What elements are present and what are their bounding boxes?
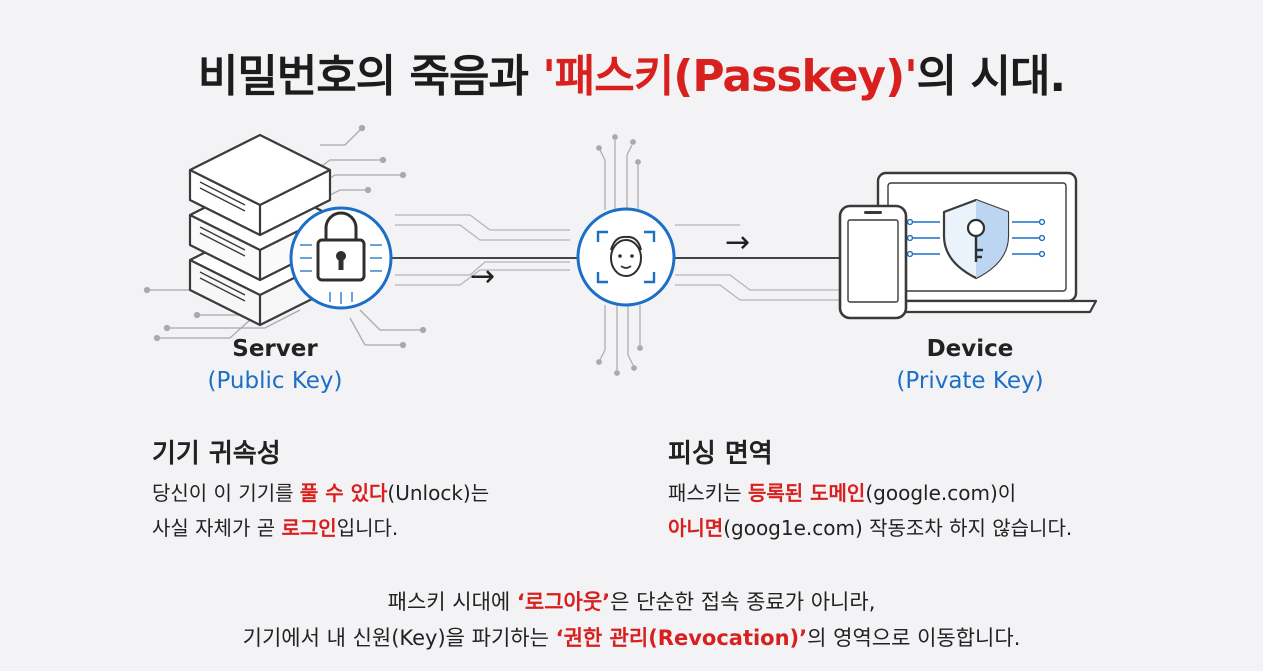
server-key-type: (Public Key) bbox=[207, 368, 343, 394]
center-circuit-traces bbox=[596, 134, 643, 376]
section-right-line1: 패스키는 등록된 도메인(google.com)이 bbox=[668, 481, 1017, 505]
face-scan-icon bbox=[576, 207, 676, 307]
padlock-icon bbox=[289, 206, 393, 310]
device-label: Device (Private Key) bbox=[840, 333, 1100, 397]
section-left-line2: 사실 자체가 곧 로그인입니다. bbox=[152, 516, 399, 540]
footer-line2: 기기에서 내 신원(Key)을 파기하는 ‘권한 관리(Revocation)’… bbox=[242, 626, 1021, 650]
section-phishing-immunity: 피싱 면역 패스키는 등록된 도메인(google.com)이 아니면(goog… bbox=[668, 436, 1228, 546]
shield-key-icon bbox=[906, 198, 1046, 280]
footer-line1: 패스키 시대에 ‘로그아웃’은 단순한 접속 종료가 아니라, bbox=[387, 590, 876, 614]
footer-summary: 패스키 시대에 ‘로그아웃’은 단순한 접속 종료가 아니라, 기기에서 내 신… bbox=[0, 584, 1263, 656]
section-device-binding: 기기 귀속성 당신이 이 기기를 풀 수 있다(Unlock)는 사실 자체가 … bbox=[152, 436, 622, 546]
device-key-type: (Private Key) bbox=[896, 368, 1044, 394]
title-part2: 의 시대. bbox=[916, 51, 1066, 102]
section-left-line1: 당신이 이 기기를 풀 수 있다(Unlock)는 bbox=[152, 481, 490, 505]
page-title: 비밀번호의 죽음과 '패스키(Passkey)'의 시대. bbox=[0, 40, 1263, 104]
left-circuit-traces bbox=[143, 124, 427, 349]
smartphone-icon bbox=[838, 204, 908, 320]
server-label: Server (Public Key) bbox=[150, 333, 400, 397]
section-right-line2: 아니면(goog1e.com) 작동조차 하지 않습니다. bbox=[668, 516, 1073, 540]
arrow-left-glyph: → bbox=[470, 259, 495, 294]
title-highlight: '패스키(Passkey)' bbox=[542, 51, 917, 102]
section-right-heading: 피싱 면역 bbox=[668, 439, 773, 469]
server-name: Server bbox=[232, 336, 318, 362]
device-name: Device bbox=[926, 336, 1014, 362]
arrow-right-glyph: → bbox=[725, 225, 750, 260]
connection-lines bbox=[395, 214, 850, 301]
section-left-heading: 기기 귀속성 bbox=[152, 439, 281, 469]
title-part1: 비밀번호의 죽음과 bbox=[197, 51, 543, 102]
arrow-right-icon: → → bbox=[470, 225, 750, 294]
